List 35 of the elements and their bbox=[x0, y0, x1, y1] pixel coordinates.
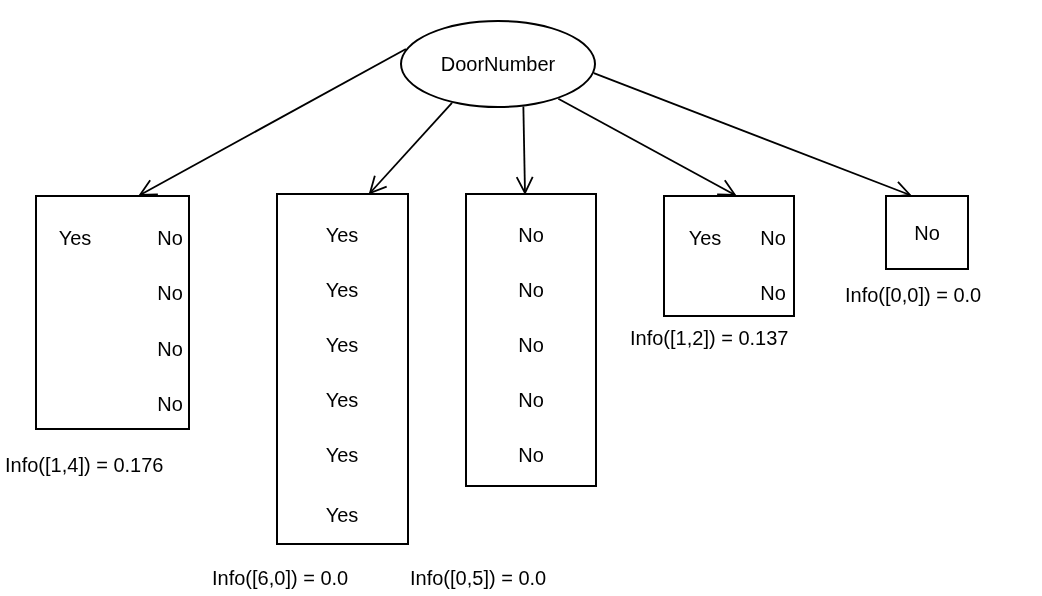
class-label: No bbox=[157, 394, 183, 414]
class-label: No bbox=[518, 225, 544, 245]
leaf-box bbox=[276, 193, 409, 545]
leaf-box bbox=[35, 195, 190, 430]
info-value: Info([1,2]) = 0.137 bbox=[630, 328, 789, 348]
class-label: Yes bbox=[58, 228, 92, 248]
class-label: Yes bbox=[325, 280, 359, 300]
arrow bbox=[515, 105, 534, 194]
class-label: No bbox=[760, 228, 786, 248]
class-label: No bbox=[518, 445, 544, 465]
class-label: No bbox=[914, 223, 940, 243]
leaf-box bbox=[663, 195, 795, 317]
arrow bbox=[139, 48, 407, 196]
info-value: Info([0,5]) = 0.0 bbox=[410, 568, 547, 588]
class-label: No bbox=[760, 283, 786, 303]
leaf-box bbox=[465, 193, 597, 487]
class-label: Yes bbox=[325, 335, 359, 355]
arrow bbox=[557, 97, 736, 196]
info-value: Info([6,0]) = 0.0 bbox=[212, 568, 349, 588]
leaf-box bbox=[885, 195, 969, 270]
class-label: Yes bbox=[325, 225, 359, 245]
arrow bbox=[369, 101, 453, 194]
class-label: Yes bbox=[325, 390, 359, 410]
class-label: No bbox=[157, 228, 183, 248]
info-value: Info([0,0]) = 0.0 bbox=[845, 285, 982, 305]
class-label: No bbox=[157, 283, 183, 303]
info-value: Info([1,4]) = 0.176 bbox=[5, 455, 164, 475]
class-label: No bbox=[157, 339, 183, 359]
class-label: No bbox=[518, 280, 544, 300]
class-label: Yes bbox=[325, 505, 359, 525]
class-label: No bbox=[518, 335, 544, 355]
attribute-name: DoorNumber bbox=[440, 54, 556, 74]
class-label: Yes bbox=[325, 445, 359, 465]
class-label: Yes bbox=[688, 228, 722, 248]
class-label: No bbox=[518, 390, 544, 410]
